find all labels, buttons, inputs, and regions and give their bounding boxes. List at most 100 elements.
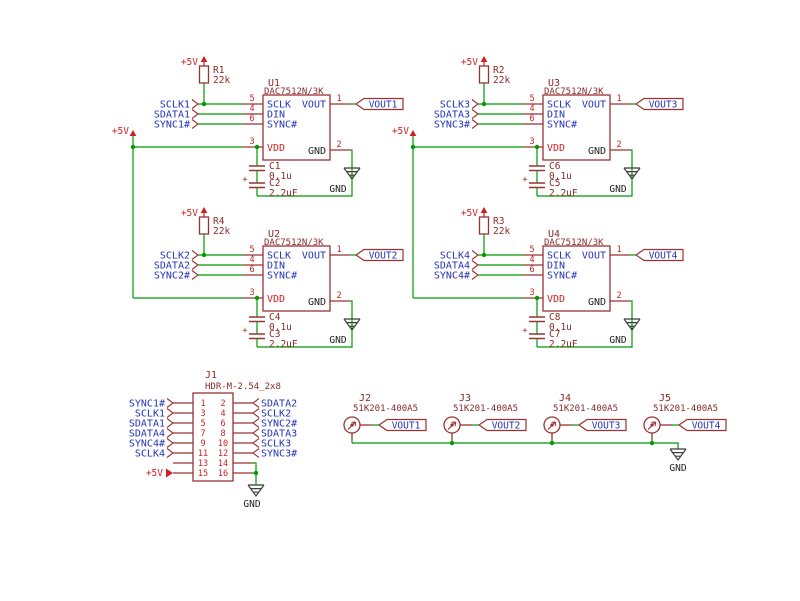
pin-number: 14 (218, 459, 228, 469)
pin-name: SCLK (267, 100, 291, 111)
ic-body[interactable] (542, 94, 611, 161)
pin-name: VOUT (582, 251, 606, 262)
net-flag[interactable] (377, 418, 427, 432)
net-chevron-icon (191, 250, 199, 260)
polarity-plus-sign: + (522, 326, 528, 336)
cap-ref-label: C4 (269, 312, 281, 323)
pin-number: 4 (220, 409, 225, 419)
pin-number: 9 (200, 439, 205, 449)
pin-name: SCLK (267, 251, 291, 262)
pin-number: 8 (220, 429, 225, 439)
pin-number: 5 (249, 245, 254, 255)
net-label-SDATA3: SDATA3 (434, 110, 470, 121)
net-flag[interactable] (354, 97, 404, 111)
net-label-SDATA1: SDATA1 (154, 110, 190, 121)
pin-name: SCLK (547, 100, 571, 111)
net-chevron-icon (191, 109, 199, 119)
net-chevron-icon (191, 260, 199, 270)
pin-name: VOUT (302, 100, 326, 111)
pin-number: 7 (200, 429, 205, 439)
net-label-SDATA4: SDATA4 (129, 429, 165, 440)
jack-value-label: 51K201-400A5 (453, 404, 518, 414)
pin-number: 2 (336, 140, 341, 150)
supply-label: +5V (181, 57, 198, 68)
jack-ground-net[interactable]: GND (352, 440, 687, 474)
resistor-value-label: 22k (213, 226, 230, 237)
net-flag[interactable] (634, 248, 684, 262)
pin-number: 6 (529, 114, 534, 124)
supply-rail-2[interactable]: +5V (392, 126, 417, 298)
pin-number: 6 (249, 265, 254, 275)
ic-body[interactable] (262, 245, 331, 312)
pin-number: 1 (336, 245, 341, 255)
junction-dot (481, 252, 487, 258)
connector-arrow-icon (347, 421, 357, 430)
net-flag[interactable] (634, 97, 684, 111)
cap-value-label: 0.1u (269, 171, 292, 182)
ic-ref-label: U1 (268, 78, 280, 89)
wire (257, 149, 353, 197)
net-label-SYNC4#: SYNC4# (434, 271, 470, 282)
cap-value-label: 0.1u (549, 322, 572, 333)
pin-name: SYNC# (267, 120, 297, 131)
header-ref-label: J1 (205, 370, 217, 381)
pin-name: GND (588, 146, 606, 157)
pin-number: 3 (249, 137, 254, 147)
junction-dot (201, 252, 207, 258)
net-flag-label: VOUT1 (369, 100, 398, 111)
pin-number: 2 (220, 399, 225, 409)
net-chevron-icon (252, 418, 260, 428)
gnd-symbol (623, 318, 641, 332)
junction-dot (649, 440, 655, 446)
cap-value-label: 2.2uF (549, 188, 578, 199)
jack-ref-label: J3 (459, 393, 471, 404)
jack-ref-label: J5 (659, 393, 671, 404)
net-chevron-icon (471, 260, 479, 270)
gnd-hatch (623, 318, 641, 332)
net-chevron-icon (471, 99, 479, 109)
jack-value-label: 51K201-400A5 (553, 404, 618, 414)
supply-label: +5V (181, 208, 198, 219)
polarity-plus-sign: + (242, 326, 248, 336)
gnd-symbol (343, 318, 361, 332)
resistor-ref-label: R4 (213, 216, 225, 227)
pin-number: 1 (616, 94, 621, 104)
gnd-hatch (343, 318, 361, 332)
pin-name: VDD (267, 143, 285, 154)
net-label-SYNC3#: SYNC3# (261, 449, 297, 460)
resistor-value-label: 22k (493, 75, 510, 86)
cap-value-label: 0.1u (549, 171, 572, 182)
junction-dot (549, 440, 555, 446)
net-label-SYNC2#: SYNC2# (154, 271, 190, 282)
supply-label: +5V (461, 208, 478, 219)
gnd-hatch (343, 167, 361, 181)
pin-name: DIN (267, 261, 285, 272)
net-flag[interactable] (477, 418, 527, 432)
gnd-label: GND (669, 463, 686, 474)
resistor-value-label: 22k (213, 75, 230, 86)
supply-rail-1[interactable]: +5V (112, 126, 137, 298)
pin-number: 4 (249, 255, 254, 265)
net-label-SDATA1: SDATA1 (129, 419, 165, 430)
gnd-label: GND (609, 335, 626, 346)
header-body[interactable] (192, 392, 234, 482)
ic-body[interactable] (542, 245, 611, 312)
pin-number: 5 (249, 94, 254, 104)
net-label-SDATA3: SDATA3 (261, 429, 297, 440)
ic-body[interactable] (262, 94, 331, 161)
net-flag[interactable] (577, 418, 627, 432)
wire (352, 442, 679, 449)
cap-ref-label: C7 (549, 329, 560, 340)
polarity-plus-sign: + (522, 175, 528, 185)
net-flag[interactable] (354, 248, 404, 262)
net-flag[interactable] (677, 418, 727, 432)
